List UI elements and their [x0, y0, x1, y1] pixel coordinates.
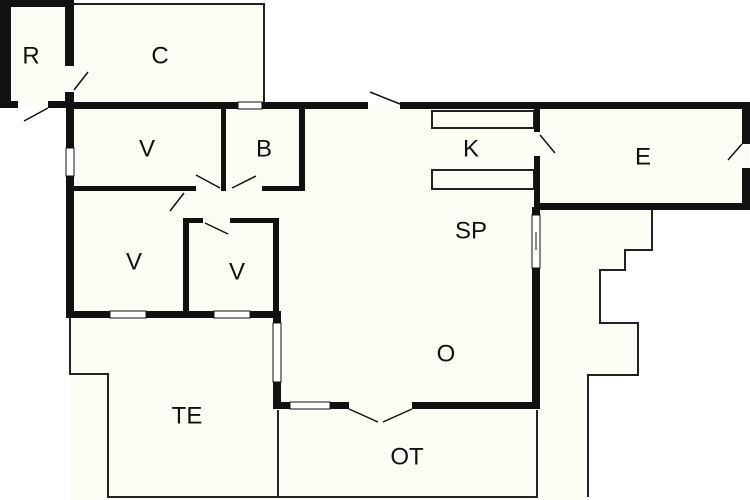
room-e-floor [537, 106, 748, 207]
wall-e-right-upper [742, 102, 750, 144]
door-c [73, 71, 89, 91]
wall-e-right-lower [742, 168, 750, 210]
wall-r-right-upper [65, 0, 74, 66]
room-label-sp: SP [455, 217, 487, 244]
wall-left-lower [66, 176, 74, 318]
wall-v-small-top-left [183, 218, 203, 223]
side-terrace-outline [541, 206, 653, 497]
door-e-exterior [727, 143, 743, 161]
side-terrace-floor [537, 207, 652, 500]
terrace-ot-floor [278, 405, 537, 500]
room-label-te: TE [172, 402, 203, 429]
wall-r-top [0, 0, 74, 7]
terrace-te-outline [69, 315, 278, 498]
wall-v-b-divider [221, 106, 226, 191]
wall-r-bottom [0, 101, 18, 108]
door-b [231, 175, 257, 189]
wall-r-right-lower [65, 92, 74, 108]
wall-b-right [299, 106, 305, 191]
wall-e-left-upper [534, 102, 540, 132]
room-c-outline [70, 3, 265, 104]
window-living-bottom [289, 401, 331, 410]
door-v-top [195, 174, 221, 189]
room-label-b: B [256, 135, 272, 162]
room-label-ot: OT [390, 443, 424, 470]
terrace-ot-outline [277, 410, 538, 498]
door-v-small [204, 222, 229, 235]
wall-v-top-bottom [70, 186, 196, 191]
wall-r-left [0, 0, 11, 108]
wall-living-left-upper [273, 311, 281, 323]
door-main-top [369, 91, 401, 105]
floor-fills [4, 4, 748, 500]
wall-right-upper [532, 207, 540, 215]
room-label-v-mid-small: V [229, 258, 245, 285]
window-bedroom-1 [109, 310, 147, 319]
wall-v-small-right [273, 218, 279, 315]
window-living-left [272, 322, 282, 383]
door-r-exterior [23, 107, 49, 122]
room-label-c: C [151, 42, 168, 69]
room-r-floor [4, 6, 70, 106]
window-bedroom-2 [213, 310, 251, 319]
wall-top-west [66, 102, 238, 109]
window-b-top [237, 101, 263, 110]
windows [65, 101, 541, 410]
wall-bottom-east [412, 402, 540, 409]
wall-top-east [400, 102, 750, 109]
room-label-v-top: V [139, 135, 155, 162]
room-labels: R C V B K E SP V V O TE OT [22, 42, 651, 470]
door-v-mid [169, 192, 185, 212]
wall-bedrooms-bottom [66, 311, 281, 318]
door-e [539, 134, 556, 154]
wall-top-mid [262, 102, 368, 109]
room-label-v-mid-left: V [126, 248, 142, 275]
doors [23, 71, 743, 423]
wall-v-small-top-right [230, 218, 278, 223]
window-v-left [65, 147, 75, 177]
door-living-right-leaf [382, 408, 413, 423]
thick-walls [0, 0, 750, 409]
wall-e-bottom [534, 203, 750, 210]
wall-left-upper [66, 102, 74, 148]
wall-v-mid-divider [183, 218, 189, 315]
living-floor [278, 315, 537, 405]
room-label-o: O [437, 340, 456, 367]
room-label-e: E [635, 143, 651, 170]
room-label-k: K [463, 135, 479, 162]
terrace-te-floor [70, 315, 278, 500]
room-label-r: R [22, 42, 39, 69]
wall-b-bottom [262, 186, 305, 191]
wall-living-left-lower [273, 382, 281, 409]
wall-e-left-lower [534, 156, 540, 210]
wall-r-bottom-right [48, 101, 74, 108]
door-living-left-leaf [348, 408, 379, 423]
room-c-floor [70, 4, 264, 104]
wall-right-lower [532, 268, 540, 409]
